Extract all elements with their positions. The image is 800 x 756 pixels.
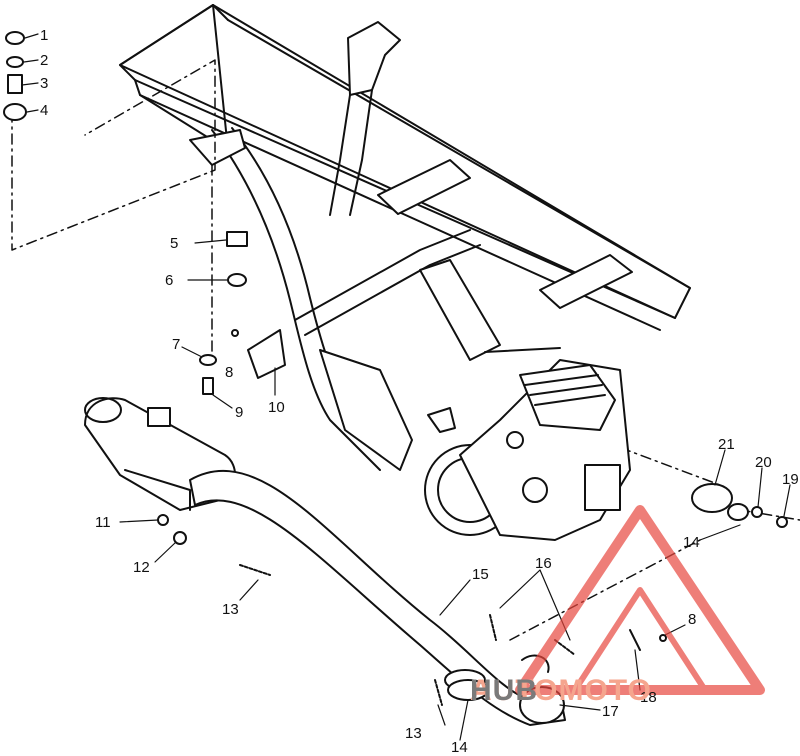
small-parts: [3, 31, 788, 706]
engine: [424, 359, 631, 541]
callout-14-right: 14: [683, 534, 700, 551]
callout-3: 3: [40, 75, 49, 92]
callout-20: 20: [755, 454, 772, 471]
callout-1: 1: [40, 27, 49, 44]
callout-15: 15: [472, 566, 489, 583]
callout-11: 11: [95, 514, 111, 531]
watermark-part1: AUTOMOTO: [470, 674, 652, 707]
callout-14-bottom: 14: [451, 739, 468, 756]
callout-12: 12: [133, 559, 150, 576]
callout-6: 6: [165, 272, 174, 289]
callout-5: 5: [170, 235, 179, 252]
callout-8-right: 8: [688, 611, 697, 628]
watermark-logo: [515, 505, 765, 695]
callout-21: 21: [718, 436, 735, 453]
muffler-and-pipe: [84, 397, 566, 726]
watermark-part2: HUB: [470, 674, 538, 707]
callout-10: 10: [268, 399, 285, 416]
callout-19: 19: [782, 471, 799, 488]
callout-9: 9: [235, 404, 244, 421]
callout-18: 18: [640, 689, 657, 706]
callout-2: 2: [40, 52, 49, 69]
callout-13: 13: [222, 601, 239, 618]
callout-16: 16: [535, 555, 552, 572]
frame: [119, 4, 691, 471]
callout-7: 7: [172, 336, 181, 353]
callout-8: 8: [225, 364, 234, 381]
callout-17: 17: [602, 703, 619, 720]
callout-13-bottom: 13: [405, 725, 422, 742]
callout-4: 4: [40, 102, 49, 119]
